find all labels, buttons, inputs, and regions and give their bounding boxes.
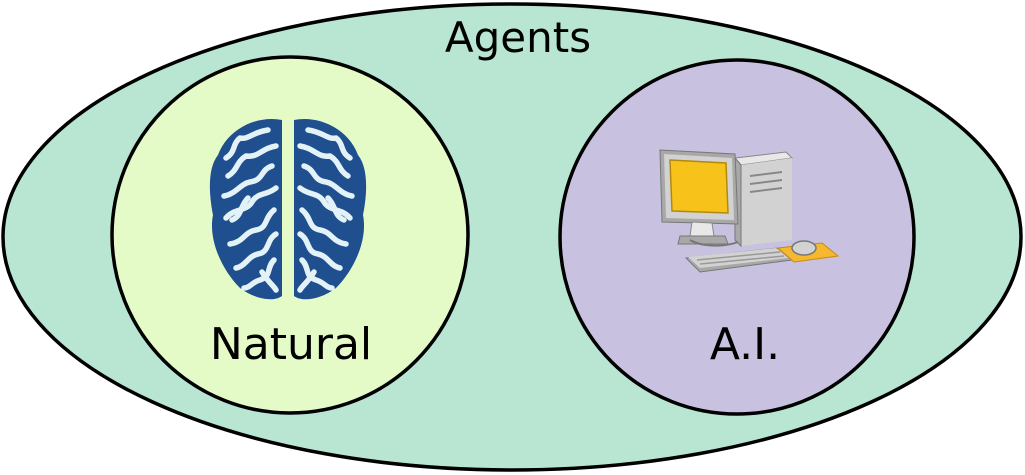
keyboard bbox=[684, 247, 794, 273]
natural-circle bbox=[110, 55, 470, 415]
ai-label: A.I. bbox=[710, 319, 780, 370]
computer-icon bbox=[659, 149, 840, 273]
monitor bbox=[659, 149, 739, 245]
brain-icon bbox=[209, 118, 367, 300]
monitor-screen bbox=[669, 159, 729, 214]
natural-label: Natural bbox=[210, 319, 372, 370]
mouse bbox=[791, 240, 817, 256]
agents-label: Agents bbox=[445, 13, 591, 62]
tower-case bbox=[734, 151, 794, 248]
